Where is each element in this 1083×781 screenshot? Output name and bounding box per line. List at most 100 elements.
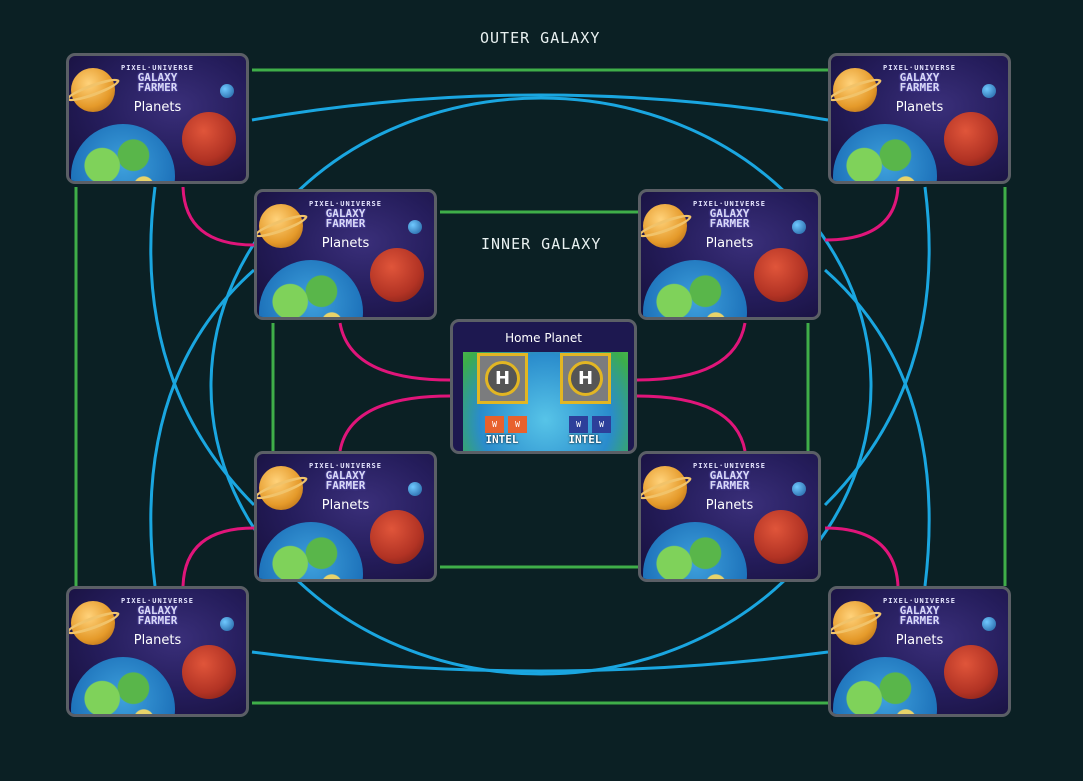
title-line1: GALAXY [137, 604, 178, 617]
card-brand: PIXEL·UNIVERSE [882, 597, 956, 605]
earth-icon [259, 260, 363, 317]
mars-icon [754, 510, 808, 564]
right-intel-label: INTEL [568, 433, 602, 446]
mars-icon [754, 248, 808, 302]
saturn-icon [71, 601, 115, 645]
neptune-icon [792, 482, 806, 496]
saturn-icon [643, 204, 687, 248]
card-subtitle: Planets [321, 498, 370, 513]
earth-icon [71, 124, 175, 181]
inner-galaxy-label: INNER GALAXY [481, 235, 602, 253]
card-brand: PIXEL·UNIVERSE [692, 462, 766, 470]
mars-icon [370, 248, 424, 302]
title-line2: FARMER [709, 479, 750, 492]
card-brand: PIXEL·UNIVERSE [882, 64, 956, 72]
right-token-1[interactable]: W [569, 416, 588, 433]
title-line2: FARMER [899, 81, 940, 94]
blue-route-bottom [251, 650, 829, 673]
card-subtitle: Planets [705, 498, 754, 513]
home-planet-card[interactable]: Home Planet H H W W W W INTEL INTEL [450, 319, 637, 454]
saturn-icon [259, 204, 303, 248]
saturn-icon [259, 466, 303, 510]
helipad-icon: H [485, 361, 520, 396]
title-line2: FARMER [137, 81, 178, 94]
card-brand: PIXEL·UNIVERSE [120, 597, 194, 605]
neptune-icon [408, 482, 422, 496]
helipad-icon: H [568, 361, 603, 396]
title-line1: GALAXY [325, 207, 366, 220]
blue-routes [149, 93, 931, 676]
card-subtitle: Planets [321, 236, 370, 251]
earth-icon [259, 522, 363, 579]
title-line1: GALAXY [325, 469, 366, 482]
home-planet-title: Home Planet [505, 331, 582, 345]
card-subtitle: Planets [705, 236, 754, 251]
neptune-icon [982, 617, 996, 631]
earth-icon [71, 657, 175, 714]
neptune-icon [220, 617, 234, 631]
mars-icon [370, 510, 424, 564]
mars-icon [182, 112, 236, 166]
saturn-icon [71, 68, 115, 112]
mars-icon [944, 112, 998, 166]
saturn-icon [833, 68, 877, 112]
mars-icon [182, 645, 236, 699]
blue-route-ellipse [209, 96, 873, 676]
mars-icon [944, 645, 998, 699]
earth-icon [643, 522, 747, 579]
right-token-2[interactable]: W [592, 416, 611, 433]
neptune-icon [982, 84, 996, 98]
blue-route-right-b [824, 268, 931, 587]
left-intel-label: INTEL [485, 433, 519, 446]
landing-pad-left[interactable]: H [477, 353, 528, 404]
neptune-icon [408, 220, 422, 234]
title-line1: GALAXY [709, 207, 750, 220]
green-routes [74, 68, 1007, 705]
left-token-2[interactable]: W [508, 416, 527, 433]
title-line2: FARMER [325, 217, 366, 230]
title-line1: GALAXY [899, 71, 940, 84]
card-brand: PIXEL·UNIVERSE [308, 462, 382, 470]
earth-icon [833, 124, 937, 181]
title-line2: FARMER [325, 479, 366, 492]
blue-route-right-a [823, 186, 931, 507]
card-subtitle: Planets [133, 100, 182, 115]
title-line1: GALAXY [899, 604, 940, 617]
saturn-icon [643, 466, 687, 510]
pink-routes [181, 186, 900, 587]
card-subtitle: Planets [133, 633, 182, 648]
card-brand: PIXEL·UNIVERSE [692, 200, 766, 208]
blue-route-top [251, 93, 829, 122]
neptune-icon [792, 220, 806, 234]
title-line2: FARMER [709, 217, 750, 230]
title-line1: GALAXY [137, 71, 178, 84]
card-subtitle: Planets [895, 633, 944, 648]
title-line1: GALAXY [709, 469, 750, 482]
outer-green-route [74, 68, 1007, 705]
card-brand: PIXEL·UNIVERSE [120, 64, 194, 72]
earth-icon [833, 657, 937, 714]
landing-pad-right[interactable]: H [560, 353, 611, 404]
left-token-1[interactable]: W [485, 416, 504, 433]
neptune-icon [220, 84, 234, 98]
card-subtitle: Planets [895, 100, 944, 115]
saturn-icon [833, 601, 877, 645]
card-brand: PIXEL·UNIVERSE [308, 200, 382, 208]
